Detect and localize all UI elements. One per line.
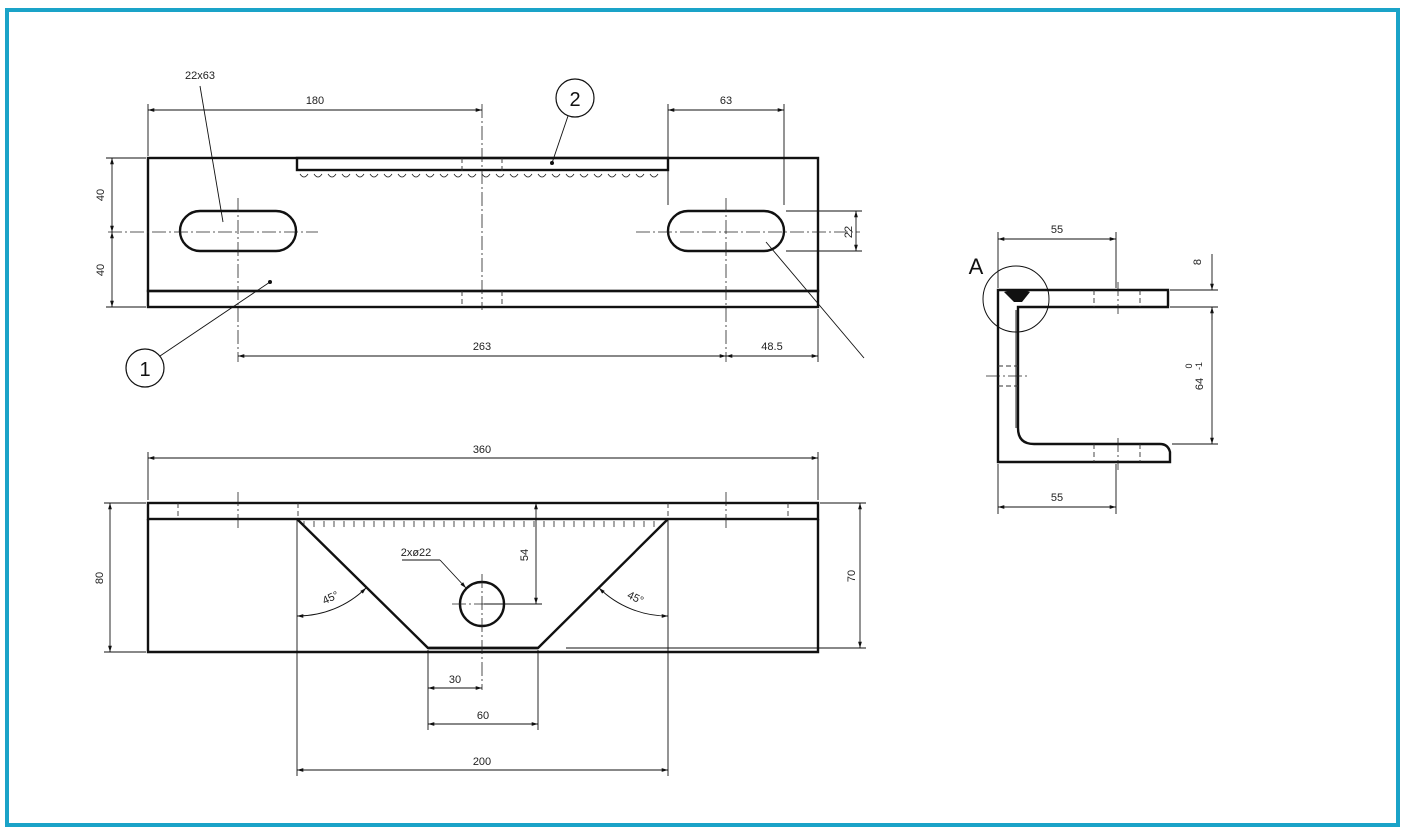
top-plate-outline [146,156,820,293]
tol-lower: -1 [1194,362,1204,370]
front-weld-marks [303,521,655,527]
tol-upper: 0 [1184,363,1194,368]
dim-80: 80 [94,572,106,584]
dim-30: 30 [449,674,461,686]
hole-label: 2xø22 [401,547,432,559]
balloon-2 [555,78,595,118]
trapezoid-cutout [296,518,669,650]
right-slot-leader [765,241,865,359]
dim-48-5: 48.5 [761,341,782,353]
detail-label: A [969,254,984,279]
front-plate-outline [146,519,820,654]
balloon-1-label: 1 [139,359,150,381]
top-weld-marks [299,173,659,178]
slot-leader [199,85,224,223]
dim-70: 70 [846,570,858,582]
angle-left: 45° [321,589,341,607]
dim-22: 22 [843,226,855,238]
weld-bar-part-2 [295,156,670,172]
side-view: A 55 55 8 64 0 -1 [969,224,1218,514]
detail-circle-a [982,265,1050,333]
drawing-frame [5,8,1400,827]
slot-label: 22x63 [185,70,215,82]
front-flange-strip [146,501,820,521]
dim-60: 60 [477,710,489,722]
dim-64: 64 [1194,378,1206,390]
dim-40-upper: 40 [95,189,107,201]
front-view: 2xø22 360 80 70 54 45° 45° 30 60 [94,444,866,776]
angle-right: 45° [625,589,645,607]
balloon-1 [125,348,165,388]
dim-55-bottom: 55 [1051,492,1063,504]
dim-40-lower: 40 [95,264,107,276]
top-flange-strip [146,289,820,309]
bracket-profile [996,288,1172,464]
dim-180: 180 [306,95,324,107]
top-view: 180 63 22x63 40 40 22 263 48.5 1 [95,70,865,388]
dim-263: 263 [473,341,491,353]
dim-8: 8 [1192,259,1204,265]
dim-360: 360 [473,444,491,456]
balloon-2-label: 2 [569,89,580,111]
weld-fillet [1004,289,1030,302]
dim-55-top: 55 [1051,224,1063,236]
dim-200: 200 [473,756,491,768]
dim-54: 54 [519,549,531,561]
dim-63: 63 [720,95,732,107]
